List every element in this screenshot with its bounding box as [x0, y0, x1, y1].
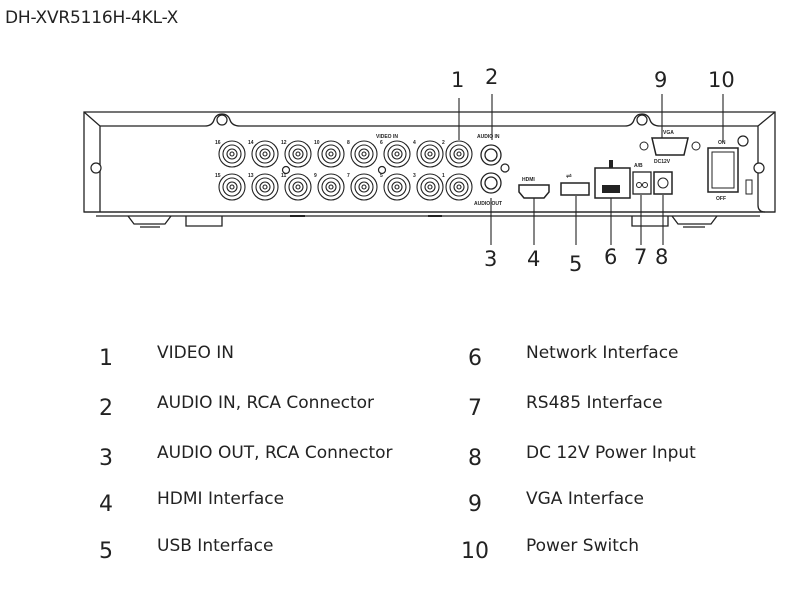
vga-port	[651, 137, 689, 156]
screw-icon	[753, 162, 765, 174]
audio-out-label: AUDIO OUT	[474, 201, 502, 207]
legend-number: 9	[468, 492, 482, 517]
legend-number: 7	[468, 396, 482, 421]
callout-8: 8	[655, 245, 668, 269]
screw-icon	[500, 163, 510, 173]
bnc-port-number: 15	[215, 173, 221, 179]
legend-label: VGA Interface	[526, 489, 644, 509]
legend-label: Power Switch	[526, 536, 640, 556]
rs485-label: A/B	[634, 163, 643, 169]
legend-label: AUDIO OUT, RCA Connector	[157, 443, 393, 463]
screw-icon	[216, 114, 228, 126]
bnc-port-number: 2	[442, 140, 445, 146]
bnc-port-number: 6	[380, 140, 383, 146]
callout-7: 7	[634, 245, 647, 269]
dc-label: DC12V	[654, 159, 671, 165]
legend-number: 6	[468, 346, 482, 371]
legend-number: 4	[99, 492, 113, 517]
hdmi-port	[518, 184, 550, 199]
legend-label: RS485 Interface	[526, 393, 663, 413]
usb-icon: ⇌	[566, 172, 572, 180]
bnc-port-number: 8	[347, 140, 350, 146]
legend-label: VIDEO IN	[157, 343, 234, 363]
legend-label: Network Interface	[526, 343, 679, 363]
legend-number: 1	[99, 346, 113, 371]
legend-label: AUDIO IN, RCA Connector	[157, 393, 375, 413]
callout-10: 10	[708, 68, 735, 92]
rs485-port	[632, 171, 652, 195]
bnc-port-number: 3	[413, 173, 416, 179]
bnc-port-number: 16	[215, 140, 221, 146]
vga-label: VGA	[663, 130, 674, 136]
callout-1: 1	[451, 68, 464, 92]
legend-label: DC 12V Power Input	[526, 443, 696, 463]
legend-label: HDMI Interface	[157, 489, 285, 509]
video-in-label: VIDEO IN	[376, 134, 398, 140]
callout-9: 9	[654, 68, 667, 92]
foot-right	[671, 215, 718, 225]
bnc-port-number: 13	[248, 173, 254, 179]
hdmi-label: HDMI	[522, 177, 535, 183]
bnc-port-number: 12	[281, 140, 287, 146]
dc-power-port	[653, 171, 673, 195]
screw-icon	[90, 162, 102, 174]
callout-3: 3	[484, 247, 497, 271]
legend-number: 5	[99, 539, 113, 564]
switch-on-label: ON	[718, 140, 726, 146]
video-in-ports: 16 14 12 10 8 6 4 2 15 13 11 9 7 5 3 1	[215, 140, 473, 201]
legend-label: USB Interface	[157, 536, 274, 556]
callout-6: 6	[604, 245, 617, 269]
model-title: DH-XVR5116H-4KL-X	[5, 8, 179, 28]
bracket-right	[631, 216, 669, 227]
legend-number: 3	[99, 446, 113, 471]
network-port	[594, 167, 631, 199]
bnc-port-number: 1	[442, 173, 445, 179]
bnc-port-number: 9	[314, 173, 317, 179]
bnc-port-number: 10	[314, 140, 320, 146]
callout-5: 5	[569, 252, 582, 276]
screw-icon	[281, 165, 291, 175]
bnc-port-number: 14	[248, 140, 254, 146]
usb-port	[560, 182, 590, 196]
screw-icon	[737, 135, 749, 147]
legend-number: 10	[461, 539, 489, 564]
callout-2: 2	[485, 65, 498, 89]
power-switch	[707, 147, 739, 193]
foot-left	[127, 215, 172, 225]
bnc-port-number: 5	[380, 173, 383, 179]
bnc-port-number: 11	[281, 173, 287, 179]
callout-4: 4	[527, 247, 540, 271]
bnc-port-number: 7	[347, 173, 350, 179]
audio-in-label: AUDIO IN	[477, 134, 500, 140]
bnc-port-number: 4	[413, 140, 416, 146]
legend-number: 8	[468, 446, 482, 471]
switch-off-label: OFF	[716, 196, 726, 202]
bracket-left	[185, 216, 223, 227]
screw-icon	[377, 165, 387, 175]
legend-number: 2	[99, 396, 113, 421]
screw-icon	[636, 114, 648, 126]
